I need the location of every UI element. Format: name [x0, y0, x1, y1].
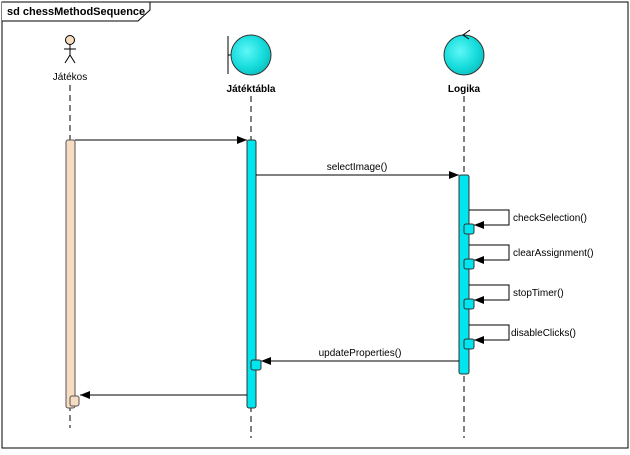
self-message-check-selection[interactable]: checkSelection() [463, 209, 587, 235]
lifeline-label: Játéktábla [227, 84, 276, 95]
actor-icon [64, 35, 76, 64]
frame-title: sd chessMethodSequence [7, 6, 145, 18]
lifeline-label: Játékos [53, 72, 87, 83]
message-label: checkSelection() [513, 213, 587, 224]
boundary-icon [227, 34, 272, 76]
boundary-jatektabla[interactable]: Játéktábla [227, 34, 276, 95]
execution-occurrence [250, 359, 262, 371]
lifeline-label: Logika [448, 84, 481, 95]
control-icon [443, 29, 485, 76]
message-label: stopTimer() [513, 288, 564, 299]
self-message-stop-timer[interactable]: stopTimer() [463, 284, 564, 310]
activation-jatektabla [246, 139, 257, 409]
message-label: disableClicks() [511, 328, 576, 339]
message-label: selectImage() [327, 162, 388, 173]
self-message-disable-clicks[interactable]: disableClicks() [463, 324, 576, 350]
execution-occurrence [69, 395, 80, 407]
self-message-clear-assignment[interactable]: clearAssignment() [463, 244, 594, 270]
message-label: updateProperties() [319, 348, 402, 359]
actor-jatekos[interactable]: Játékos [53, 35, 87, 84]
message-label: clearAssignment() [513, 248, 594, 259]
activation-jatekos [65, 139, 76, 409]
frame-title-tab [2, 1, 151, 22]
control-logika[interactable]: Logika [443, 29, 485, 95]
